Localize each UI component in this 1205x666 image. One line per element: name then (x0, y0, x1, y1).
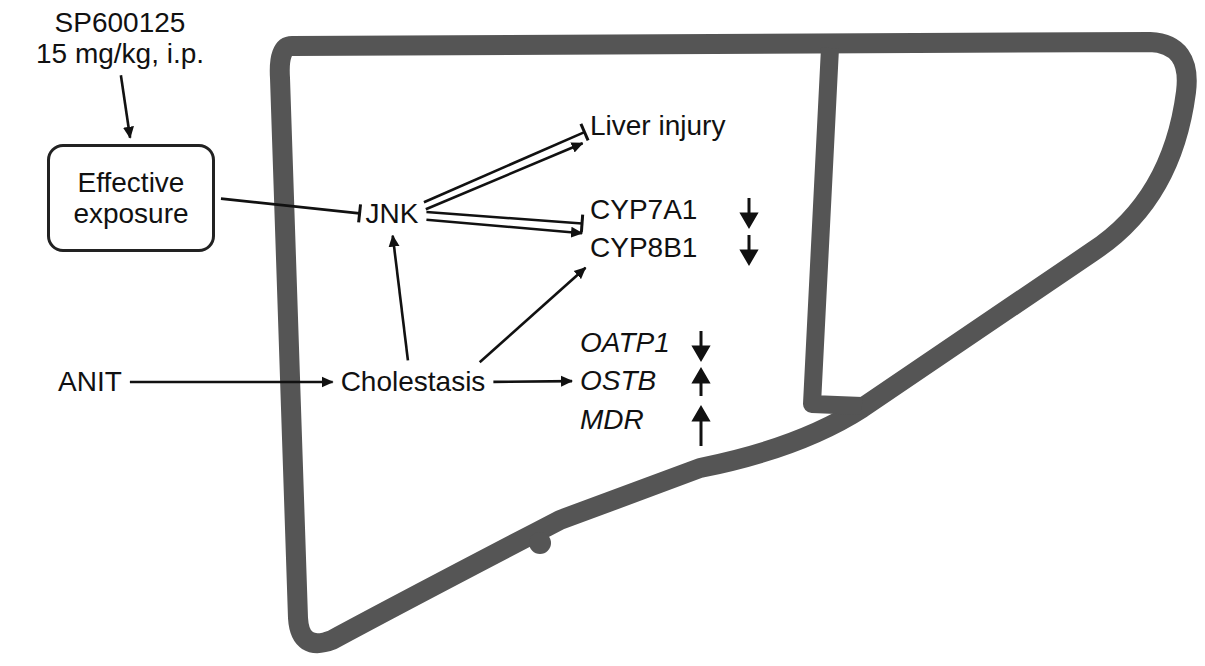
up-arrow-head (694, 408, 708, 420)
down-arrow-head (742, 251, 756, 263)
node-text: OATP1 (580, 327, 670, 358)
node-text: JNK (366, 198, 419, 229)
up-arrow (700, 418, 703, 446)
enzyme-label: CYP8B1 (590, 232, 697, 263)
node-text: CYP8B1 (590, 232, 697, 263)
gene-label: OSTB (580, 365, 656, 396)
outcome-label: Liver injury (590, 110, 725, 141)
node-text: Cholestasis (341, 366, 486, 397)
node-text: SP600125 (36, 7, 204, 38)
liver-border (280, 42, 1187, 643)
gene-label: OATP1 (580, 327, 670, 358)
connector (221, 199, 360, 214)
node-text: MDR (580, 404, 644, 435)
node-text: ANIT (58, 366, 122, 397)
node-text: OSTB (580, 365, 656, 396)
connector (121, 75, 130, 137)
exposure-box: Effective exposure (47, 144, 215, 253)
node-text: 15 mg/kg, i.p. (36, 38, 204, 69)
drug-label: SP60012515 mg/kg, i.p. (36, 7, 204, 70)
down-arrow-head (742, 214, 756, 226)
connector (393, 236, 408, 361)
up-arrow-head (694, 370, 708, 382)
condition-label: Cholestasis (341, 366, 486, 397)
node-text: Liver injury (590, 110, 725, 141)
connector (480, 268, 586, 363)
change-arrows (694, 198, 756, 446)
liver-bump (529, 532, 551, 554)
connector (493, 380, 572, 383)
connector (424, 132, 585, 202)
down-arrow-head (694, 347, 708, 359)
connector (426, 143, 583, 209)
kinase-label: JNK (366, 198, 419, 229)
connector (426, 220, 582, 233)
node-text: Effective exposure (62, 167, 200, 230)
gene-label: MDR (580, 404, 644, 435)
toxin-label: ANIT (58, 366, 122, 397)
node-text: CYP7A1 (590, 194, 697, 225)
connector (130, 381, 333, 384)
lobe-divider (812, 48, 862, 406)
enzyme-label: CYP7A1 (590, 194, 697, 225)
